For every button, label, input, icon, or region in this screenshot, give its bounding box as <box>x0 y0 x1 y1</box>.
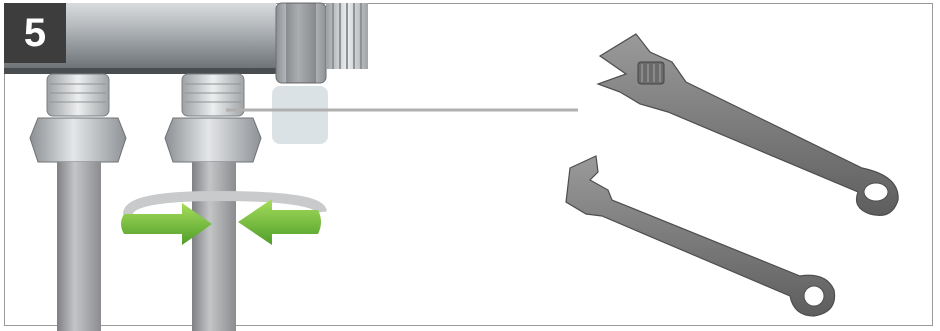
combination-wrench-icon <box>565 155 836 317</box>
center-pipe-fitting <box>164 73 262 331</box>
adjustable-wrench-icon <box>596 33 899 216</box>
rotation-arrows-icon <box>121 190 327 245</box>
step-number-badge: 5 <box>4 3 66 63</box>
left-pipe-fitting <box>29 73 127 331</box>
diagram-frame <box>4 3 933 326</box>
manifold-thread <box>326 3 368 69</box>
